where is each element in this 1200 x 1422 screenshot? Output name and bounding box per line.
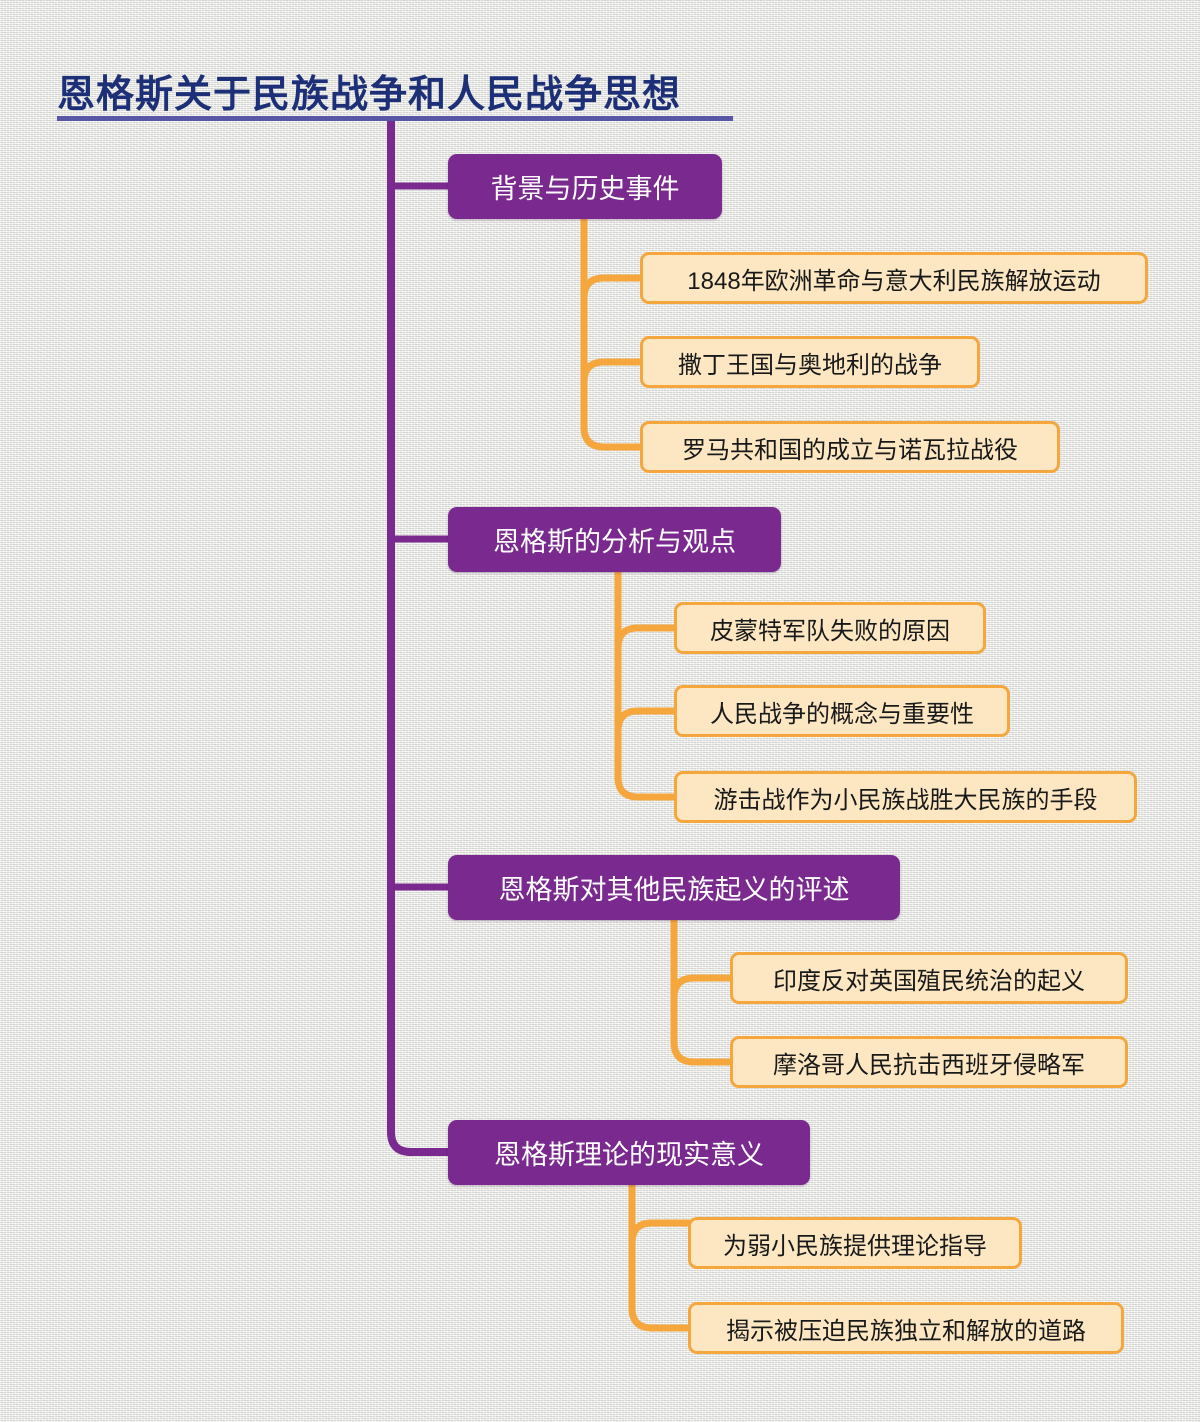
branch-node-4[interactable]: 恩格斯理论的现实意义 [448, 1120, 810, 1185]
leaf-node-3-2[interactable]: 摩洛哥人民抗击西班牙侵略军 [730, 1036, 1128, 1088]
leaf-node-1-3[interactable]: 罗马共和国的成立与诺瓦拉战役 [640, 421, 1060, 473]
leaf-node-3-1[interactable]: 印度反对英国殖民统治的起义 [730, 952, 1128, 1004]
title-underline [57, 116, 733, 121]
leaf-node-4-2[interactable]: 揭示被压迫民族独立和解放的道路 [688, 1302, 1124, 1354]
page-title: 恩格斯关于民族战争和人民战争思想 [57, 74, 682, 116]
branch-node-3[interactable]: 恩格斯对其他民族起义的评述 [448, 855, 900, 920]
branch-node-2[interactable]: 恩格斯的分析与观点 [448, 507, 781, 572]
branch-node-1[interactable]: 背景与历史事件 [448, 154, 722, 219]
leaf-node-4-1[interactable]: 为弱小民族提供理论指导 [688, 1217, 1022, 1269]
leaf-node-1-2[interactable]: 撒丁王国与奥地利的战争 [640, 336, 980, 388]
leaf-node-2-3[interactable]: 游击战作为小民族战胜大民族的手段 [674, 771, 1137, 823]
leaf-node-1-1[interactable]: 1848年欧洲革命与意大利民族解放运动 [640, 252, 1148, 304]
leaf-node-2-1[interactable]: 皮蒙特军队失败的原因 [674, 602, 986, 654]
leaf-node-2-2[interactable]: 人民战争的概念与重要性 [674, 685, 1010, 737]
